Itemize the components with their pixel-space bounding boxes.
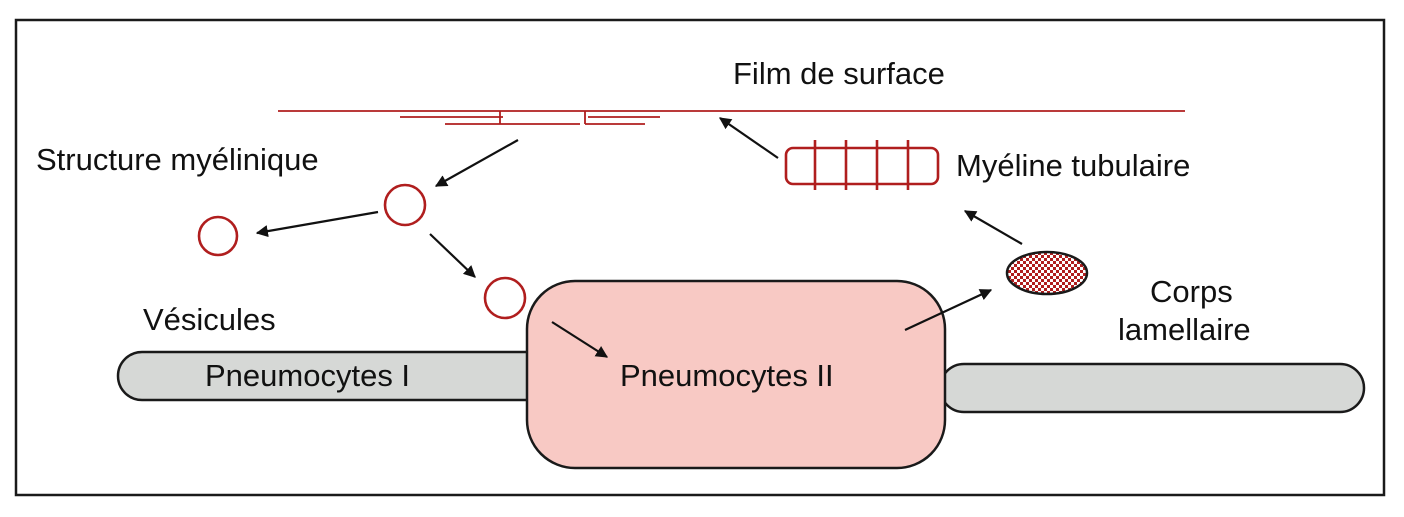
pneumocytes-1-label: Pneumocytes I (205, 358, 410, 393)
lamellar-body-label-line2: lamellaire (1118, 312, 1251, 347)
arrows (255, 117, 1023, 358)
pneumocytes-2-label: Pneumocytes II (620, 358, 834, 393)
vesicle-bottom (483, 276, 527, 320)
lamellar-body-label-line1: Corps (1150, 274, 1233, 309)
arrow-pneumocytes-2-to-lamellar-body (904, 289, 993, 331)
tubular-myelin-label: Myéline tubulaire (956, 148, 1190, 183)
tubular-myelin (784, 140, 940, 190)
arrow-into-pneumocytes-2 (551, 321, 609, 358)
vesicle-left (197, 215, 239, 257)
arrow-vesicle-to-left (255, 210, 379, 238)
surface-film (278, 110, 1185, 125)
vesicles-label: Vésicules (143, 302, 276, 337)
myelin-structure-label: Structure myélinique (36, 142, 319, 177)
pneumocytes-1-cell-right (938, 362, 1366, 414)
pneumocytes-2-cell (525, 279, 947, 470)
arrow-tubular-myelin-to-film (719, 117, 779, 159)
vesicle-top (383, 183, 427, 227)
arrow-film-to-myelin-structure (434, 139, 519, 187)
arrow-lamellar-body-to-tubular-myelin (963, 210, 1023, 245)
lamellar-body (1005, 250, 1089, 296)
arrow-vesicle-down (429, 233, 476, 278)
surface-film-label: Film de surface (733, 56, 945, 91)
